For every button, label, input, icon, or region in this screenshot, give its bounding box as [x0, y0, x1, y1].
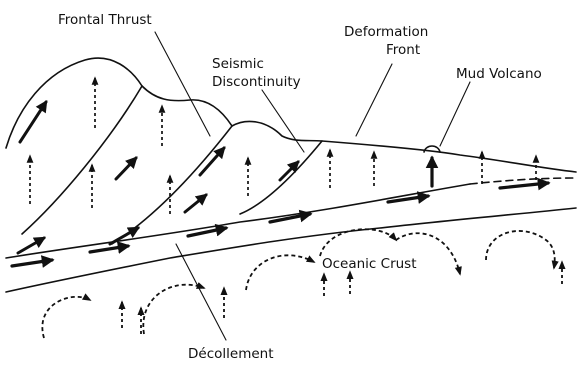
label-seismic-discontinuity-line1: Seismic [212, 56, 264, 72]
leader-frontal-thrust [155, 32, 210, 136]
convection-arc [246, 255, 314, 290]
label-deformation-front-line2: Front [386, 42, 420, 58]
decollement-arrow [12, 260, 52, 266]
slip-arrow [185, 195, 206, 212]
leader-deformation [356, 64, 392, 136]
decollement-arrow [500, 183, 548, 188]
leader-decollement [176, 244, 226, 340]
label-decollement: Décollement [188, 346, 274, 362]
oceanic-crust-base [6, 208, 576, 292]
label-mud-volcano: Mud Volcano [456, 66, 542, 82]
convection-arc [42, 297, 90, 338]
label-seismic-discontinuity-line2: Discontinuity [212, 74, 301, 90]
decollement-arrow [90, 246, 128, 252]
convection-arc [143, 285, 204, 334]
convection-arc [486, 231, 555, 268]
slip-arrow [18, 238, 44, 253]
slip-arrow [110, 228, 138, 244]
slip-arrow [116, 158, 136, 179]
thrust-fault-1 [22, 86, 142, 234]
decollement-dashed [470, 178, 575, 184]
label-frontal-thrust: Frontal Thrust [58, 12, 152, 28]
leader-mud-volcano [440, 82, 470, 146]
leader-seismic [262, 90, 304, 152]
label-oceanic-crust: Oceanic Crust [322, 256, 417, 272]
label-deformation-front-line1: Deformation [344, 24, 428, 40]
